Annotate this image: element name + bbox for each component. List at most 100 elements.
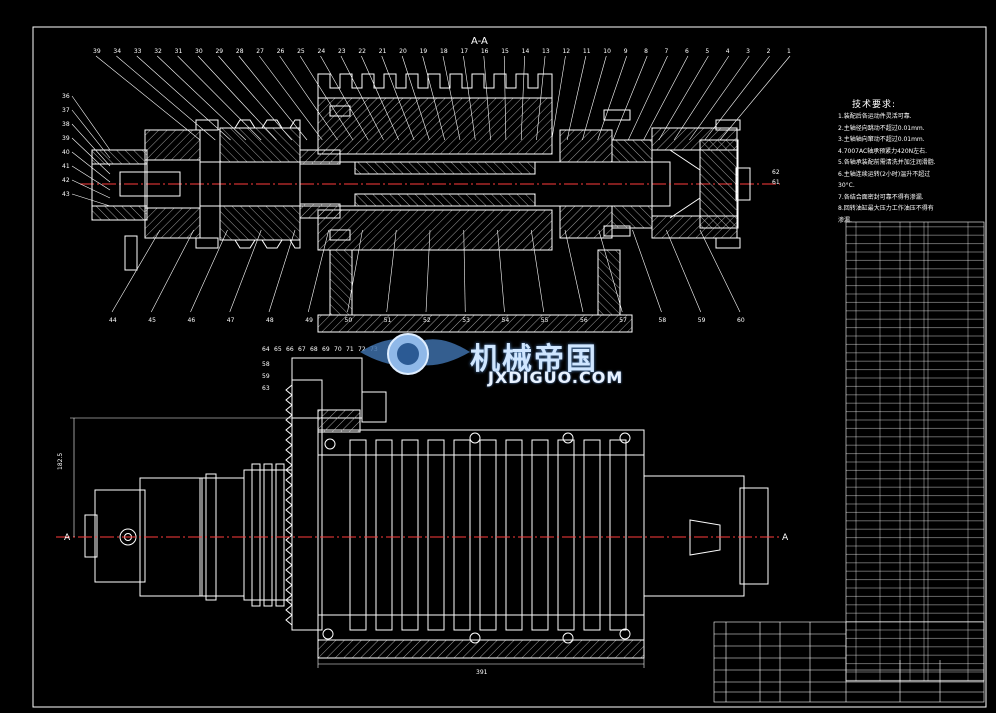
- leader-line: [386, 229, 397, 313]
- leader-line: [71, 123, 111, 167]
- leader-line: [71, 165, 111, 191]
- requirement-item: 5.各轴承装配前需清洗并加注润滑脂.: [838, 159, 936, 166]
- part-number-label: 30: [195, 48, 203, 55]
- part-number-label: 63: [262, 385, 270, 392]
- requirement-item: 4.7007AC轴承预紧力420N左右.: [838, 147, 928, 155]
- part-number-label: 49: [305, 317, 313, 324]
- leader-line: [704, 55, 770, 141]
- leader-line: [582, 55, 607, 141]
- part-number-label: 7: [665, 48, 669, 55]
- section-view: [80, 73, 780, 333]
- part-number-label: 12: [562, 48, 570, 55]
- leader-line: [197, 55, 277, 141]
- leader-line: [689, 55, 750, 141]
- lower-left-part-numbers: 58 59 63: [262, 361, 270, 392]
- part-number-label: 20: [399, 48, 407, 55]
- leader-line: [71, 193, 111, 207]
- part-number-label: 37: [62, 107, 70, 114]
- leader-line: [307, 229, 330, 313]
- leader-line: [612, 55, 648, 141]
- watermark-logo-icon: [360, 333, 470, 375]
- requirements-list: 1.装配后各运动件灵活可靠. 2.主轴径向跳动不超过0.01mm. 3.主轴轴向…: [838, 111, 980, 226]
- part-number-label: 17: [460, 48, 468, 55]
- part-number-label: 39: [93, 48, 101, 55]
- part-number-label: 6: [685, 48, 689, 55]
- part-number-label: 21: [379, 48, 387, 55]
- leader-line: [566, 55, 587, 141]
- requirement-item: 3.主轴轴向窜动不超过0.01mm.: [838, 136, 925, 143]
- leader-line: [71, 109, 111, 159]
- leader-line: [442, 55, 461, 141]
- part-number-label: 65: [274, 346, 282, 353]
- part-number-label: 53: [462, 317, 470, 324]
- leader-line: [347, 229, 363, 313]
- leader-line: [150, 229, 195, 313]
- part-number-label: 72: [358, 346, 366, 353]
- part-number-label: 61: [772, 179, 780, 186]
- part-number-label: 48: [266, 317, 274, 324]
- leader-line: [279, 55, 338, 141]
- part-number-label: 3: [746, 48, 750, 55]
- drawing-border: [32, 26, 987, 708]
- leader-line: [422, 55, 445, 141]
- leader-line: [463, 55, 476, 141]
- leader-line: [71, 179, 111, 199]
- part-number-label: 42: [62, 177, 70, 184]
- part-number-label: 38: [62, 121, 70, 128]
- exterior-view: [84, 357, 769, 659]
- part-number-label: 16: [481, 48, 489, 55]
- leader-line: [699, 229, 741, 313]
- leader-line: [218, 55, 292, 141]
- requirement-item: 30°C.: [838, 182, 855, 189]
- part-number-label: 56: [580, 317, 588, 324]
- dim-height: 182.5: [57, 453, 64, 470]
- part-number-label: 68: [310, 346, 318, 353]
- dimension-lines: [70, 417, 645, 668]
- leader-line: [71, 137, 111, 175]
- leader-line: [658, 55, 709, 141]
- section-mark-right: A: [782, 533, 789, 543]
- part-number-label: 66: [286, 346, 294, 353]
- requirement-item: 6.主轴连续运转(2小时)温升不超过: [838, 170, 931, 178]
- part-number-label: 19: [420, 48, 428, 55]
- dim-width: 391: [476, 669, 488, 676]
- part-number-label: 11: [583, 48, 591, 55]
- part-number-label: 59: [262, 373, 270, 380]
- parts-list-table: [845, 221, 985, 682]
- part-number-label: 15: [501, 48, 509, 55]
- leader-line: [190, 229, 228, 313]
- part-number-label: 58: [659, 317, 667, 324]
- leader-line: [536, 55, 546, 141]
- part-number-label: 55: [541, 317, 549, 324]
- top-leader-lines: [95, 55, 791, 141]
- leader-line: [425, 229, 431, 313]
- leader-line: [673, 55, 730, 141]
- leader-line: [643, 55, 689, 141]
- leader-line: [598, 229, 623, 313]
- part-number-label: 46: [188, 317, 196, 324]
- part-number-label: 47: [227, 317, 235, 324]
- part-number-label: 1: [787, 48, 791, 55]
- leader-line: [340, 55, 384, 141]
- part-number-label: 27: [256, 48, 264, 55]
- part-number-label: 52: [423, 317, 431, 324]
- requirement-item: 渗漏.: [838, 216, 852, 224]
- part-number-label: 58: [262, 361, 270, 368]
- part-number-label: 33: [134, 48, 142, 55]
- leader-line: [116, 55, 216, 141]
- part-number-label: 25: [297, 48, 305, 55]
- leader-line: [111, 229, 161, 313]
- requirement-item: 8.回转油缸最大压力工作油压不得有: [838, 205, 934, 212]
- part-number-label: 14: [522, 48, 530, 55]
- part-number-label: 60: [737, 317, 745, 324]
- leader-line: [229, 229, 262, 313]
- part-number-label: 8: [644, 48, 648, 55]
- leader-line: [136, 55, 231, 141]
- requirement-item: 1.装配后各运动件灵活可靠.: [838, 113, 912, 120]
- part-number-label: 5: [705, 48, 709, 55]
- leader-line: [320, 55, 369, 141]
- leader-line: [381, 55, 415, 141]
